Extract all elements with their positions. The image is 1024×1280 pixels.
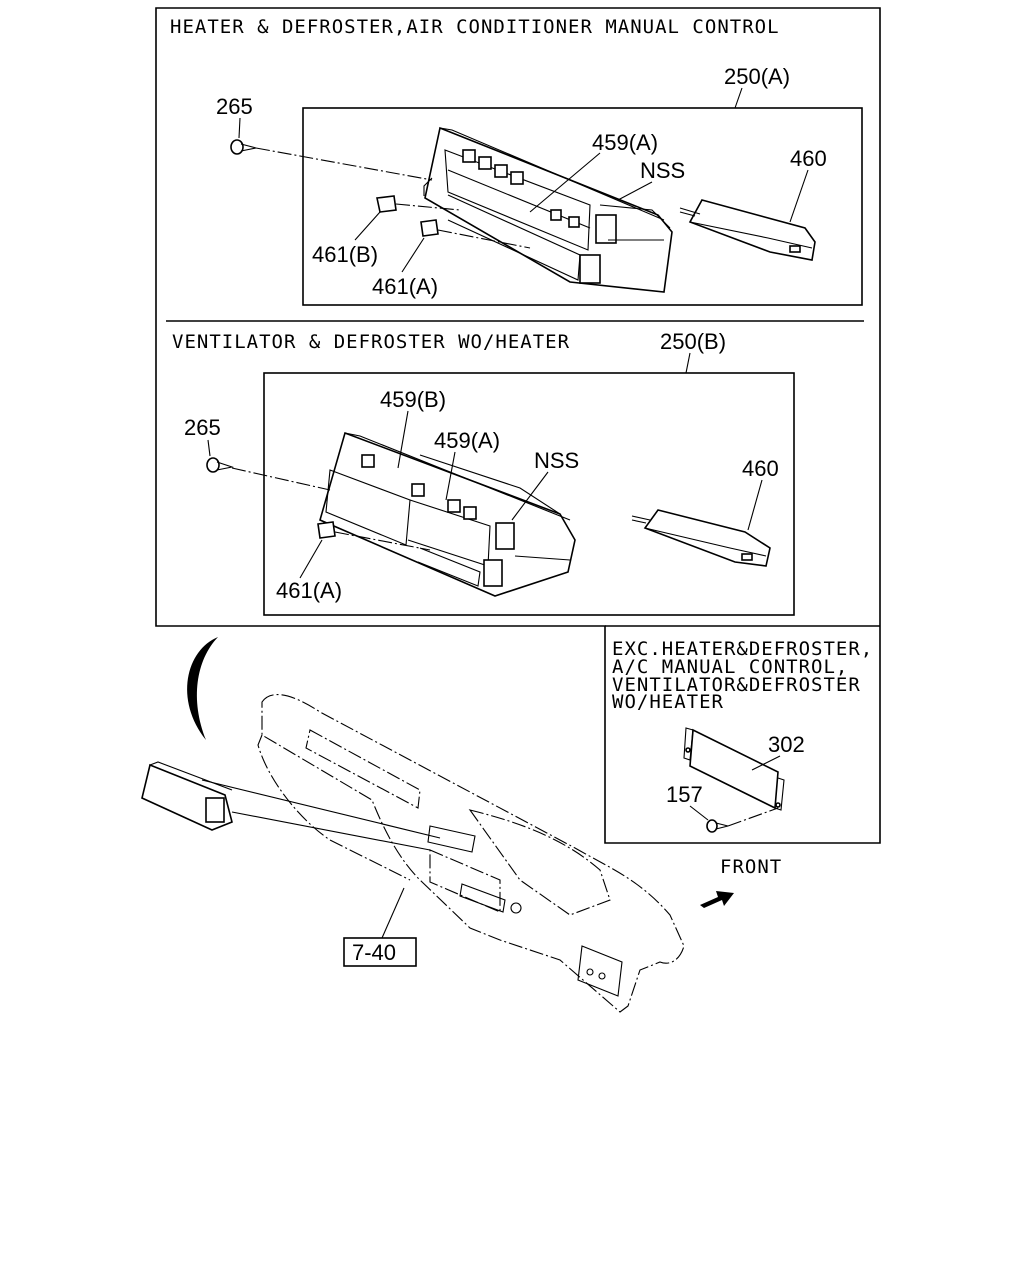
control-unit-removed	[141, 761, 233, 831]
exc-title-line-2: A/C MANUAL CONTROL,	[612, 656, 848, 678]
dashboard-cluster	[468, 809, 611, 916]
part-label-460-a: 460	[790, 146, 827, 171]
module-460-b	[631, 509, 771, 567]
section-ventilator: VENTILATOR & DEFROSTER WO/HEATER 250(B) …	[172, 329, 795, 616]
dashboard-outline	[261, 694, 685, 1013]
exc-title-line-3: VENTILATOR&DEFROSTER	[612, 674, 861, 696]
leader-459a-b	[445, 451, 456, 501]
knob-461a	[420, 219, 439, 237]
ref-label-7-40: 7-40	[352, 940, 396, 965]
part-label-460-b: 460	[742, 456, 779, 481]
exc-title-line-4: WO/HEATER	[612, 691, 724, 713]
leader-7-40	[381, 887, 405, 939]
leader-460-a	[789, 169, 809, 223]
leader-250b	[685, 352, 691, 374]
front-arrow-icon	[700, 891, 734, 908]
section-heater-ac: HEATER & DEFROSTER,AIR CONDITIONER MANUA…	[170, 16, 863, 306]
curved-arrow-icon	[187, 637, 218, 740]
leader-nss-a	[617, 181, 653, 201]
section-title-ventilator: VENTILATOR & DEFROSTER WO/HEATER	[172, 331, 570, 353]
leader-unit-bottom	[231, 811, 431, 851]
dash-461a-b	[334, 531, 431, 551]
assembly-label-250a: 250(A)	[724, 64, 790, 89]
assembly-box-250a	[302, 107, 863, 306]
dashboard-knob	[510, 902, 522, 914]
dashboard-vent	[305, 729, 421, 809]
knob-461a-b	[317, 521, 336, 539]
leader-265-b	[207, 439, 211, 457]
leader-nss-b	[511, 471, 549, 521]
part-label-459a: 459(A)	[592, 130, 658, 155]
part-label-265-a: 265	[216, 94, 253, 119]
screw-icon	[230, 139, 257, 155]
leader-461a-b	[299, 539, 323, 579]
part-label-461a-b: 461(A)	[276, 578, 342, 603]
knob-461b	[376, 195, 397, 213]
leader-459b	[397, 410, 409, 469]
section-exc: EXC.HEATER&DEFROSTER, A/C MANUAL CONTROL…	[612, 638, 873, 833]
control-unit-250a	[423, 126, 673, 293]
dashboard-illustration: 7-40 FRONT	[141, 637, 782, 1013]
dashboard-switch	[586, 968, 594, 976]
part-label-nss-b: NSS	[534, 448, 579, 473]
dashboard-switch-panel	[577, 945, 623, 997]
leader-157	[689, 805, 709, 821]
leader-459a	[529, 152, 601, 213]
dashboard-lower-edge	[257, 734, 411, 881]
dashboard-console	[429, 849, 501, 913]
part-label-459a-b: 459(A)	[434, 428, 500, 453]
dash-157	[727, 807, 779, 827]
assembly-box-250b	[263, 372, 795, 616]
dashboard-slot	[427, 825, 476, 853]
module-460-a	[679, 199, 816, 261]
screw-icon	[206, 457, 235, 473]
part-label-302: 302	[768, 732, 805, 757]
part-label-461a-a: 461(A)	[372, 274, 438, 299]
dashboard-radio	[459, 883, 506, 913]
leader-unit-top	[201, 779, 441, 839]
cover-plate-302	[683, 727, 785, 811]
ref-box-7-40	[343, 937, 417, 967]
leader-461a-a	[401, 237, 425, 273]
assembly-label-250b: 250(B)	[660, 329, 726, 354]
dash-265-b	[231, 467, 331, 491]
part-label-459b: 459(B)	[380, 387, 446, 412]
leader-460-b	[747, 479, 763, 531]
leader-461b	[354, 211, 381, 241]
screw-icon	[706, 819, 729, 833]
leader-250a	[734, 87, 743, 109]
part-label-157: 157	[666, 782, 703, 807]
dashboard-switch	[598, 972, 606, 980]
dash-461a	[437, 229, 531, 249]
dash-265-a	[255, 147, 433, 181]
diagram-frame	[155, 7, 881, 844]
section-title-heater-ac: HEATER & DEFROSTER,AIR CONDITIONER MANUA…	[170, 16, 780, 38]
part-label-265-b: 265	[184, 415, 221, 440]
part-label-461b: 461(B)	[312, 242, 378, 267]
leader-302	[751, 755, 781, 771]
front-label: FRONT	[720, 856, 782, 878]
leader-265-a	[238, 117, 241, 139]
dash-461b	[395, 203, 461, 211]
exc-title-line-1: EXC.HEATER&DEFROSTER,	[612, 638, 873, 660]
part-label-nss-a: NSS	[640, 158, 685, 183]
